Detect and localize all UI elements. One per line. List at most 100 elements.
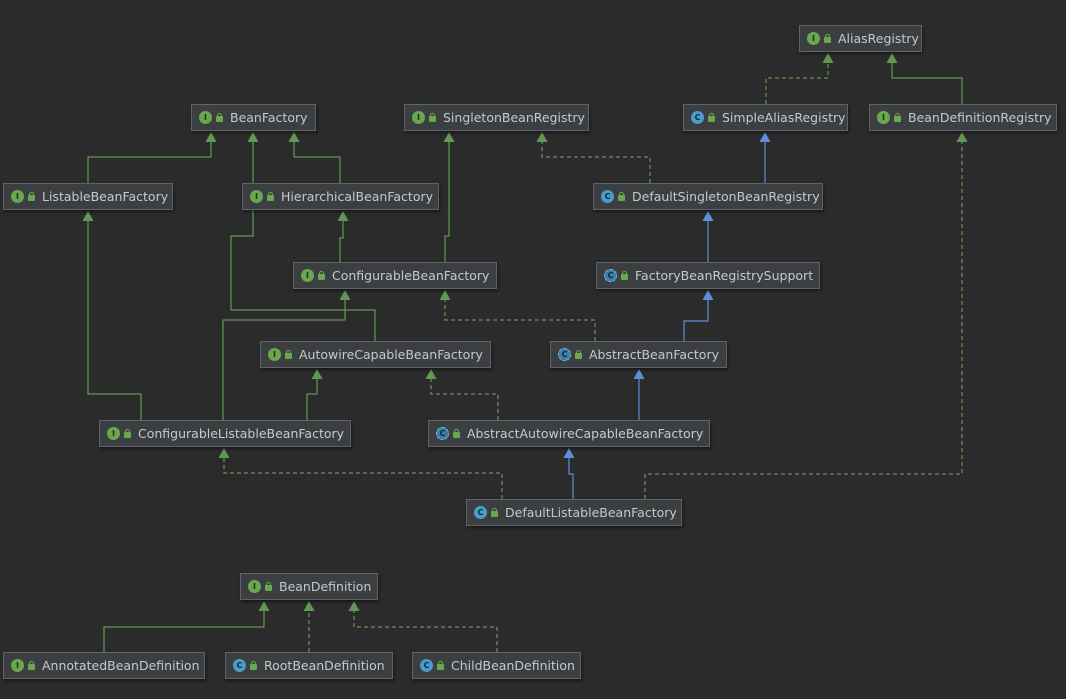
node-label: AliasRegistry	[838, 31, 919, 46]
edge-extends	[563, 448, 575, 499]
interface-icon: I	[11, 190, 24, 203]
interface-icon: I	[301, 269, 314, 282]
node-hierarchical-bean-factory[interactable]: I HierarchicalBeanFactory	[242, 183, 439, 210]
interface-icon: I	[268, 348, 281, 361]
node-label: AbstractAutowireCapableBeanFactory	[467, 426, 704, 441]
edge-line	[891, 63, 963, 104]
public-access-icon	[123, 429, 132, 438]
public-access-icon	[893, 113, 902, 122]
edge-extends-interface	[886, 53, 963, 104]
edge-line	[430, 379, 499, 420]
public-access-icon	[452, 429, 461, 438]
edge-line	[103, 611, 265, 652]
node-label: AbstractBeanFactory	[589, 347, 719, 362]
class-icon: C	[691, 111, 704, 124]
edge-line	[353, 611, 498, 652]
edge-arrowhead	[337, 211, 349, 221]
node-simple-alias-registry[interactable]: C SimpleAliasRegistry	[683, 104, 848, 131]
class-icon: C	[233, 659, 246, 672]
interface-icon: I	[807, 32, 820, 45]
edge-arrowhead	[956, 132, 968, 142]
edge-arrowhead	[439, 290, 451, 300]
edge-arrowhead	[702, 211, 714, 221]
edge-extends	[759, 132, 771, 183]
edge-line	[683, 300, 709, 341]
public-access-icon	[249, 661, 258, 670]
node-label: HierarchicalBeanFactory	[281, 189, 434, 204]
edge-line	[222, 300, 346, 420]
edge-arrowhead	[759, 132, 771, 142]
edge-extends-interface	[103, 601, 270, 652]
edge-extends-interface	[306, 369, 323, 420]
node-child-bean-definition[interactable]: C ChildBeanDefinition	[412, 652, 581, 679]
edge-line	[87, 221, 142, 420]
public-access-icon	[27, 661, 36, 670]
edge-line	[444, 142, 450, 262]
public-access-icon	[707, 113, 716, 122]
public-access-icon	[436, 661, 445, 670]
edge-arrowhead	[443, 132, 455, 142]
edge-arrowhead	[563, 448, 575, 458]
node-label: RootBeanDefinition	[264, 658, 385, 673]
public-access-icon	[617, 192, 626, 201]
node-label: AnnotatedBeanDefinition	[42, 658, 200, 673]
edge-implements	[765, 53, 834, 104]
public-access-icon	[490, 508, 499, 517]
node-root-bean-definition[interactable]: C RootBeanDefinition	[225, 652, 393, 679]
edge-arrowhead	[288, 132, 300, 142]
class-icon: C	[474, 506, 487, 519]
edge-line	[444, 300, 596, 341]
edge-arrowhead	[82, 211, 94, 221]
node-abstract-autowire-capable-bean-factory[interactable]: C AbstractAutowireCapableBeanFactory	[428, 420, 710, 447]
edge-implements	[644, 132, 968, 499]
abstract-class-icon: C	[604, 269, 617, 282]
edge-extends	[683, 290, 714, 341]
edge-implements	[425, 369, 499, 420]
edge-line	[568, 458, 574, 499]
edge-line	[765, 63, 829, 104]
node-alias-registry[interactable]: I AliasRegistry	[799, 25, 922, 52]
edge-extends	[702, 211, 714, 262]
node-label: ChildBeanDefinition	[451, 658, 575, 673]
class-icon: C	[420, 659, 433, 672]
public-access-icon	[574, 350, 583, 359]
node-label: DefaultSingletonBeanRegistry	[632, 189, 820, 204]
interface-icon: I	[877, 111, 890, 124]
abstract-class-icon: C	[436, 427, 449, 440]
edge-arrowhead	[536, 132, 548, 142]
edge-extends-interface	[288, 132, 341, 183]
node-label: SimpleAliasRegistry	[722, 110, 846, 125]
edge-extends-interface	[222, 290, 351, 420]
edge-extends-interface	[230, 132, 376, 341]
edge-arrowhead	[303, 601, 315, 611]
edge-arrowhead	[218, 448, 230, 458]
edge-line	[306, 379, 318, 420]
node-label: FactoryBeanRegistrySupport	[635, 268, 814, 283]
edge-arrowhead	[205, 132, 217, 142]
interface-icon: I	[199, 111, 212, 124]
public-access-icon	[264, 582, 273, 591]
edge-extends-interface	[443, 132, 455, 262]
edge-extends-interface	[82, 211, 142, 420]
public-access-icon	[27, 192, 36, 201]
node-factory-bean-registry-support[interactable]: C FactoryBeanRegistrySupport	[596, 262, 820, 289]
node-label: BeanDefinition	[279, 579, 372, 594]
edge-arrowhead	[258, 601, 270, 611]
public-access-icon	[620, 271, 629, 280]
interface-icon: I	[250, 190, 263, 203]
node-label: SingletonBeanRegistry	[443, 110, 585, 125]
